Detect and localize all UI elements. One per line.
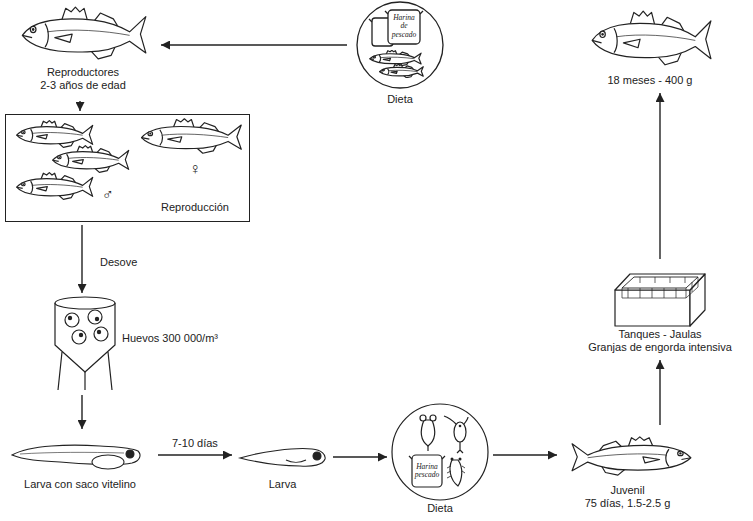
stage-label: Dieta xyxy=(427,502,453,515)
male-fish xyxy=(17,173,93,200)
market-fish xyxy=(592,11,711,65)
flow-arrow xyxy=(81,395,82,429)
stage-label: 18 meses - 400 g xyxy=(608,74,693,87)
diet-circle-top xyxy=(357,2,443,88)
stage-node: Larva con saco vitelino xyxy=(5,432,155,494)
arrow-label: Desove xyxy=(98,256,139,269)
larva xyxy=(286,460,306,462)
larva xyxy=(240,449,325,467)
egg-incubator xyxy=(79,333,83,337)
stage-node: Reproductores2-3 años de edad xyxy=(8,4,158,98)
female-fish xyxy=(142,119,242,153)
flow-arrow xyxy=(158,454,232,455)
yolk-sac-larva xyxy=(12,445,140,469)
male-fish xyxy=(53,146,129,173)
tank-cage xyxy=(622,277,698,298)
egg-incubator xyxy=(55,303,115,372)
diet-circle-bottom xyxy=(392,404,488,500)
forage-fish xyxy=(380,64,424,77)
diet-circle-bottom xyxy=(412,455,442,487)
stage-label: Huevos 300 000/m³ xyxy=(122,332,218,345)
egg-incubator xyxy=(68,316,72,320)
tank-cage xyxy=(615,290,690,326)
diet-circle-top xyxy=(388,10,420,44)
yolk-sac-larva xyxy=(20,452,124,454)
stage-label: Reproductores xyxy=(47,66,119,79)
yolk-sac-larva xyxy=(92,455,124,469)
diet-circle-bottom xyxy=(459,458,462,461)
stage-label: 75 días, 1.5-2.5 g xyxy=(585,497,671,510)
diet-circle-bottom xyxy=(451,458,454,461)
egg-incubator xyxy=(68,316,101,337)
diet-circle-bottom xyxy=(421,420,434,446)
juvenile-fish xyxy=(572,437,691,475)
tank-cage xyxy=(615,274,705,326)
stage-label: Larva con saco vitelino xyxy=(24,478,136,491)
stage-label: Granjas de engorda intensiva xyxy=(588,341,732,354)
stage-node: Larva xyxy=(235,436,330,494)
flow-arrow xyxy=(659,93,660,259)
connector-group xyxy=(80,45,660,457)
diet-circle-bottom xyxy=(392,404,488,500)
flow-arrow xyxy=(81,225,82,293)
egg-incubator xyxy=(55,297,115,390)
stage-node: Huevos 300 000/m³ xyxy=(50,296,240,392)
stage-node: 18 meses - 400 g xyxy=(585,4,715,90)
arrow-label: 7-10 días xyxy=(170,437,220,450)
egg-incubator xyxy=(88,310,102,324)
bag-label: Harina de pescado xyxy=(389,14,419,39)
stage-label: Larva xyxy=(269,478,297,491)
flow-arrow xyxy=(161,44,347,45)
forage-fish xyxy=(370,50,421,65)
diet-circle-bottom xyxy=(430,415,436,421)
diet-circle-bottom xyxy=(459,425,462,428)
stage-label: Tanques - Jaulas xyxy=(618,328,701,341)
sex-symbol: ♀ xyxy=(189,159,201,178)
broodstock-fish xyxy=(22,7,146,59)
sex-symbol: ♂ xyxy=(102,185,114,204)
diet-circle-bottom xyxy=(420,415,426,421)
yolk-sac-larva xyxy=(126,450,134,458)
tank-cage xyxy=(640,277,685,283)
diet-circle-bottom xyxy=(447,466,465,478)
diet-circle-bottom xyxy=(450,460,462,486)
male-fish xyxy=(17,121,93,148)
egg-incubator xyxy=(55,297,115,309)
tank-cage xyxy=(622,277,698,288)
egg-incubator xyxy=(72,330,86,344)
diet-circle-bottom xyxy=(427,446,428,451)
egg-incubator xyxy=(94,327,108,341)
stage-label: Juvenil xyxy=(610,484,644,497)
egg-incubator xyxy=(97,330,101,334)
flow-arrow xyxy=(493,454,557,455)
egg-incubator xyxy=(95,317,99,321)
flow-arrow xyxy=(659,360,660,425)
stage-label: 2-3 años de edad xyxy=(40,79,126,92)
tank-cage xyxy=(615,274,705,290)
diet-circle-bottom xyxy=(409,456,445,459)
larva xyxy=(313,452,321,460)
reproduction-box: ♀ ♂ Reproducción xyxy=(5,114,250,222)
diet-node: Dieta xyxy=(390,402,490,518)
bag-label: Harina pescado xyxy=(413,463,441,480)
egg-incubator xyxy=(65,313,79,327)
stage-label: Dieta xyxy=(387,93,413,106)
diet-circle-bottom xyxy=(444,416,468,453)
stage-node: Tanques - JaulasGranjas de engorda inten… xyxy=(575,262,745,357)
stage-label: Reproducción xyxy=(161,201,229,214)
diet-circle-bottom xyxy=(454,422,466,442)
larva xyxy=(240,449,325,467)
stage-node: Juvenil75 días, 1.5-2.5 g xyxy=(560,428,695,516)
flow-arrow xyxy=(79,101,80,111)
flow-arrow xyxy=(333,456,387,457)
diet-circle-top xyxy=(357,2,443,88)
